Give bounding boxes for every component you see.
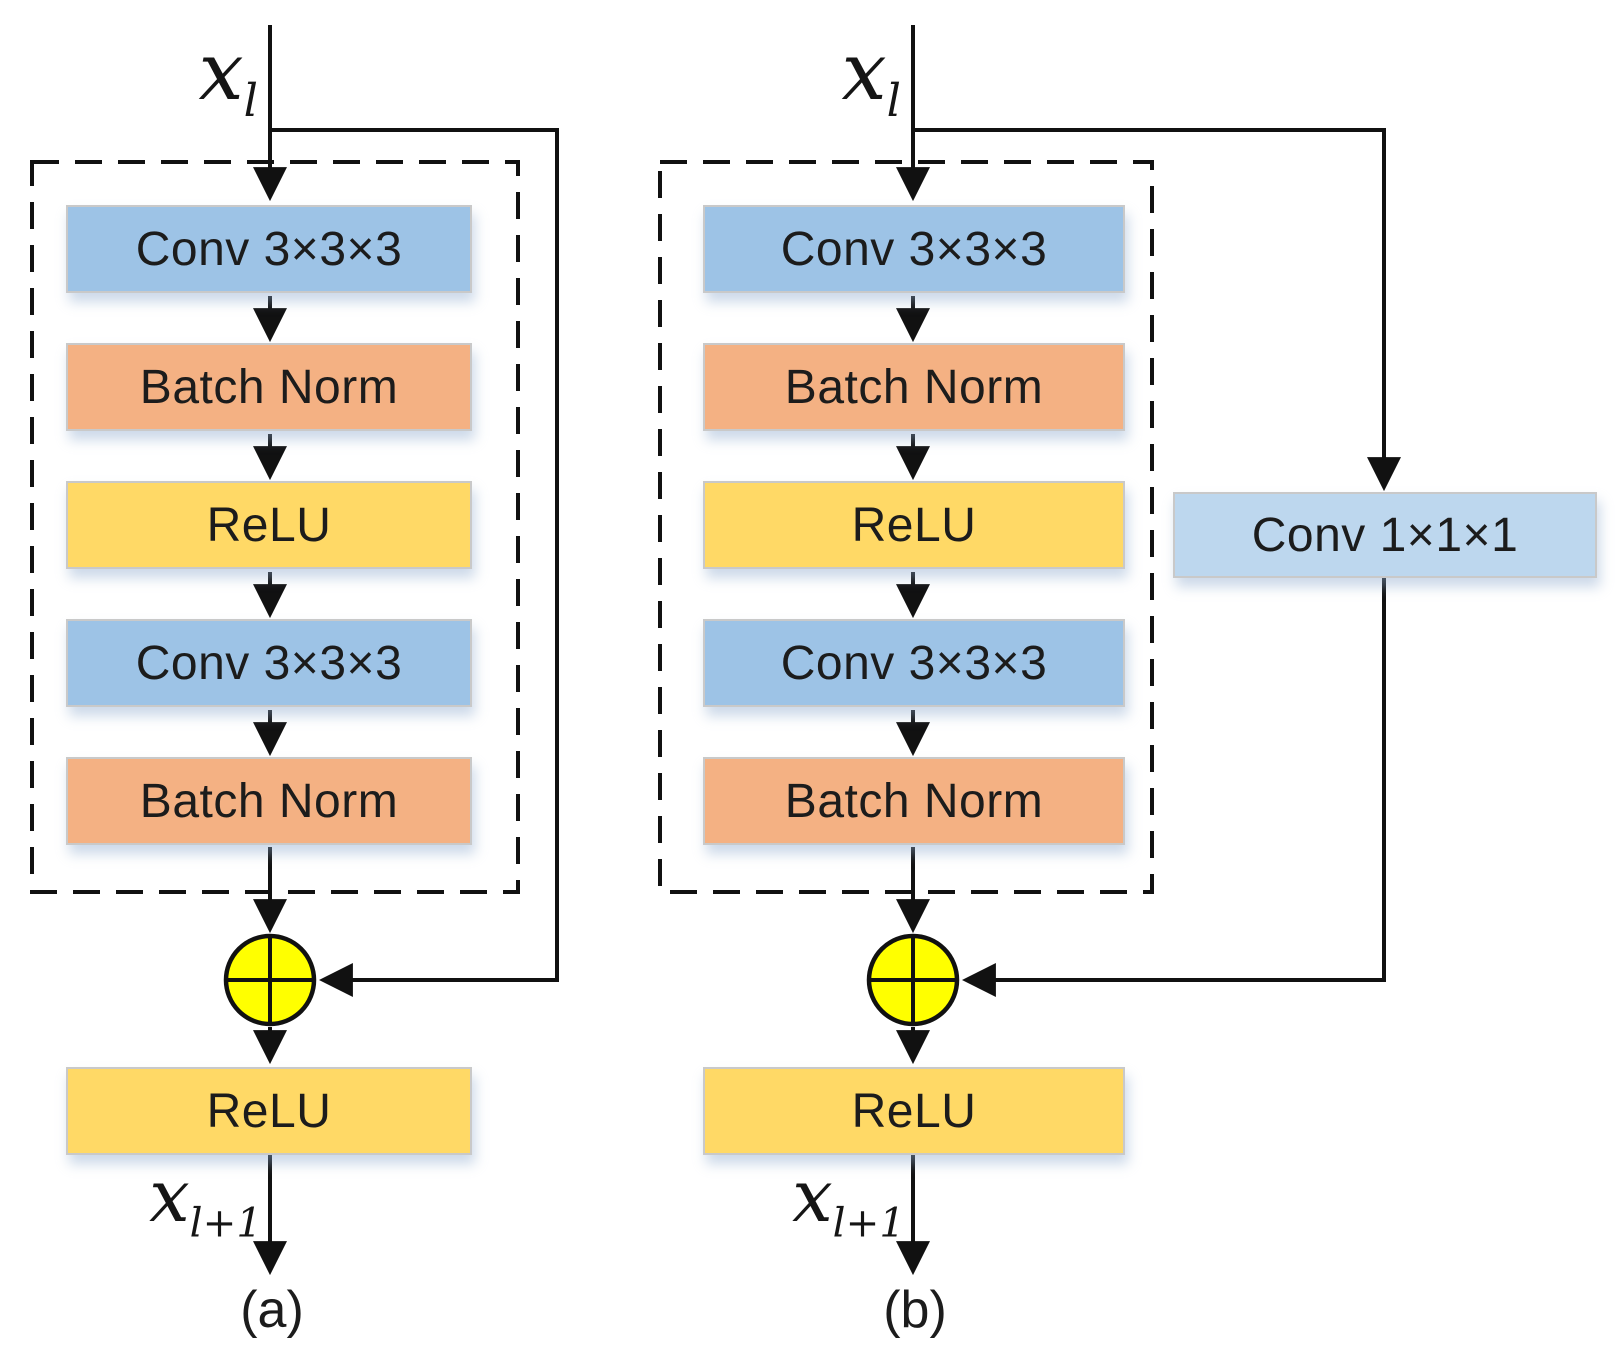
- output-label-b: xl+1: [713, 1160, 905, 1244]
- conv-block: Conv 3×3×3: [66, 205, 472, 293]
- projection-shortcut-line-upper-b: [913, 128, 1401, 492]
- relu-block: ReLU: [66, 481, 472, 569]
- shortcut-conv-block: Conv 1×1×1: [1173, 492, 1597, 578]
- input-label-a: xl: [118, 32, 258, 124]
- conv-block: Conv 3×3×3: [66, 619, 472, 707]
- output-label-b-sub: l+1: [832, 1199, 905, 1247]
- input-label-a-sub: l: [243, 74, 258, 127]
- post-sum-relu-block: ReLU: [703, 1067, 1125, 1155]
- input-label-a-base: x: [198, 25, 244, 118]
- add-node-icon-a: [223, 933, 317, 1027]
- batch-norm-block: Batch Norm: [66, 343, 472, 431]
- panel-caption-a: (a): [240, 1281, 304, 1339]
- residual-unit-boundary-a: [30, 160, 520, 894]
- conv-block: Conv 3×3×3: [703, 205, 1125, 293]
- input-label-b-base: x: [841, 25, 887, 118]
- residual-unit-boundary-b: [658, 160, 1154, 894]
- add-node-icon-b: [866, 933, 960, 1027]
- output-label-a-sub: l+1: [189, 1199, 262, 1247]
- output-label-a: xl+1: [70, 1160, 262, 1244]
- batch-norm-block: Batch Norm: [703, 757, 1125, 845]
- conv-block: Conv 3×3×3: [703, 619, 1125, 707]
- projection-shortcut-line-lower-b: [961, 578, 1386, 997]
- relu-block: ReLU: [703, 481, 1125, 569]
- output-label-b-base: x: [792, 1154, 833, 1238]
- output-label-a-base: x: [149, 1154, 190, 1238]
- identity-shortcut-line-a: [270, 128, 559, 997]
- batch-norm-block: Batch Norm: [703, 343, 1125, 431]
- post-sum-relu-block: ReLU: [66, 1067, 472, 1155]
- panel-a-connectors: [30, 25, 559, 1276]
- input-label-b: xl: [761, 32, 901, 124]
- input-label-b-sub: l: [886, 74, 901, 127]
- panel-caption-b: (b): [883, 1281, 947, 1339]
- batch-norm-block: Batch Norm: [66, 757, 472, 845]
- panel-b-connectors: [658, 25, 1401, 1276]
